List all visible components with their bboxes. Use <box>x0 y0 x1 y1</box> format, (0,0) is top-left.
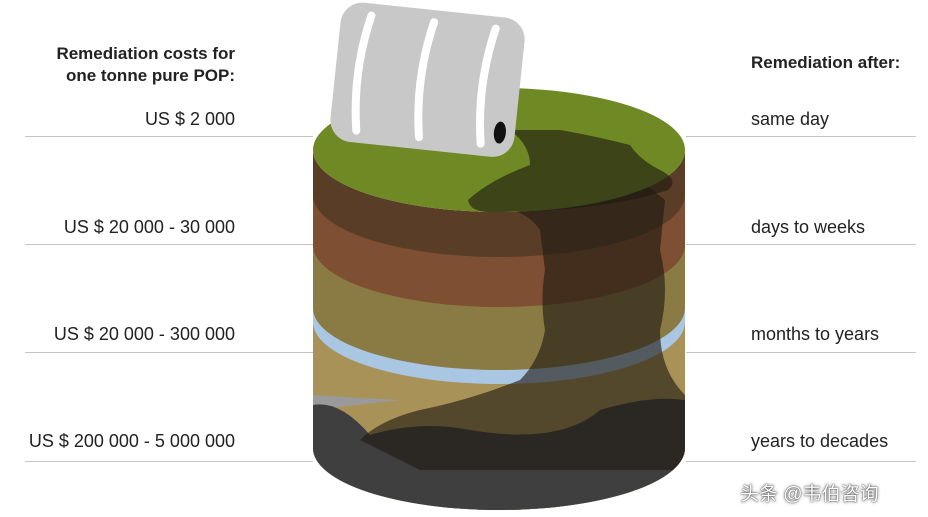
oil-barrel <box>330 2 525 157</box>
divider-left-2 <box>25 244 313 245</box>
divider-right-1 <box>686 136 916 137</box>
divider-left-4 <box>25 461 313 462</box>
watermark: 头条 @韦伯咨询 <box>740 484 879 505</box>
divider-right-3 <box>686 352 916 353</box>
time-label-4: years to decades <box>751 431 889 451</box>
cost-header-line: Remediation costs for <box>56 44 235 63</box>
divider-right-2 <box>686 244 916 245</box>
time-label-1: same day <box>751 109 830 129</box>
cost-label-2: US $ 20 000 - 30 000 <box>63 217 235 237</box>
cost-header-line: one tonne pure POP: <box>65 66 235 85</box>
cost-label-4: US $ 200 000 - 5 000 000 <box>28 431 235 451</box>
divider-left-1 <box>25 136 313 137</box>
pollutant-plume <box>360 180 685 470</box>
cost-header: Remediation costs for one tonne pure POP… <box>56 43 235 87</box>
time-label-3: months to years <box>751 324 880 344</box>
time-label-2: days to weeks <box>751 217 866 237</box>
layer-rock <box>313 395 400 410</box>
pollutant-spill-surface <box>468 130 673 212</box>
time-header: Remediation after: <box>751 53 901 72</box>
cost-label-3: US $ 20 000 - 300 000 <box>53 324 235 344</box>
cost-label-1: US $ 2 000 <box>144 109 235 129</box>
barrel-opening <box>493 121 506 144</box>
divider-right-4 <box>686 461 916 462</box>
divider-left-3 <box>25 352 313 353</box>
